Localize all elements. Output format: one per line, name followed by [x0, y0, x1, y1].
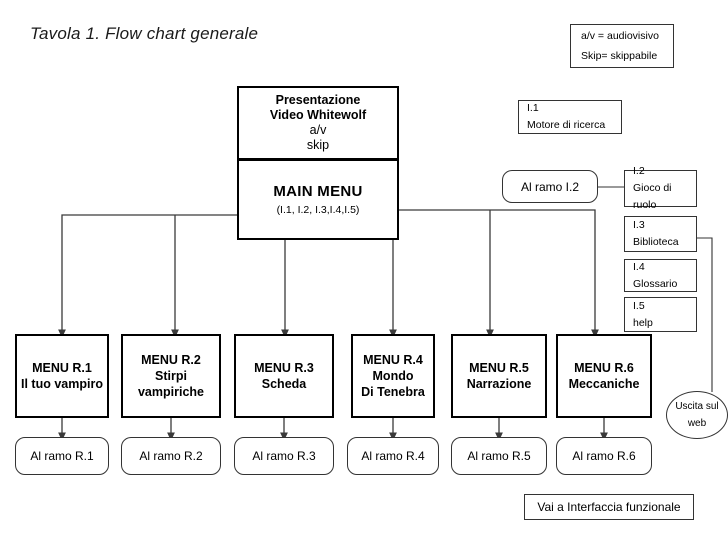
main-menu-title: MAIN MENU — [273, 182, 363, 200]
menu-title: MENU R.1 — [32, 361, 92, 375]
menu-line-2: Il tuo vampiro — [21, 377, 103, 391]
presentation-line-1: Presentazione — [275, 93, 361, 107]
web-exit-ellipse[interactable]: Uscita sul web — [666, 391, 728, 439]
branch-label: Al ramo R.2 — [139, 449, 203, 463]
branch-box-r1[interactable]: Al ramo R.1 — [15, 437, 109, 475]
index-code: I.4 — [633, 260, 645, 273]
menu-line-2: Mondo — [372, 369, 414, 383]
legend-line-1: a/v = audiovisivo — [581, 30, 659, 42]
menu-box-r3[interactable]: MENU R.3 Scheda — [234, 334, 334, 418]
presentation-box[interactable]: Presentazione Video Whitewolf a/v skip — [237, 86, 399, 160]
menu-line-2: Narrazione — [466, 377, 532, 391]
web-exit-line-2: web — [687, 418, 707, 429]
index-code: I.1 — [527, 102, 539, 114]
menu-box-r5[interactable]: MENU R.5 Narrazione — [451, 334, 547, 418]
index-label: Biblioteca — [633, 236, 679, 248]
branch-box-r2[interactable]: Al ramo R.2 — [121, 437, 221, 475]
menu-title: MENU R.4 — [363, 353, 423, 367]
branch-label: Al ramo R.5 — [467, 449, 531, 463]
index-box-i3[interactable]: I.3 Biblioteca — [624, 216, 697, 252]
presentation-line-4: skip — [306, 138, 330, 152]
menu-line-2: Stirpi vampiriche — [137, 369, 204, 399]
menu-title: MENU R.2 — [141, 353, 201, 367]
index-box-i4[interactable]: I.4 Glossario — [624, 259, 697, 292]
index-box-i5[interactable]: I.5 help — [624, 297, 697, 332]
presentation-line-2: Video Whitewolf — [269, 108, 367, 122]
menu-line-3: Di Tenebra — [361, 385, 425, 399]
index-label: Glossario — [633, 277, 678, 290]
menu-line-2: Meccaniche — [568, 377, 640, 391]
menu-title: MENU R.6 — [574, 361, 634, 375]
branch-box-r6[interactable]: Al ramo R.6 — [556, 437, 652, 475]
legend-box: a/v = audiovisivo Skip= skippabile — [570, 24, 674, 68]
menu-box-r1[interactable]: MENU R.1 Il tuo vampiro — [15, 334, 109, 418]
branch-label: Al ramo R.3 — [252, 449, 316, 463]
menu-line-2: Scheda — [261, 377, 307, 391]
menu-title: MENU R.5 — [469, 361, 529, 375]
branch-label: Al ramo R.4 — [361, 449, 425, 463]
index-box-i1[interactable]: I.1 Motore di ricerca — [518, 100, 622, 134]
index-code: I.5 — [633, 299, 645, 312]
index-code: I.3 — [633, 219, 645, 231]
menu-box-r6[interactable]: MENU R.6 Meccaniche — [556, 334, 652, 418]
branch-box-r4[interactable]: Al ramo R.4 — [347, 437, 439, 475]
branch-i2-label: Al ramo I.2 — [520, 179, 580, 194]
branch-box-r3[interactable]: Al ramo R.3 — [234, 437, 334, 475]
legend-line-2: Skip= skippabile — [581, 50, 658, 62]
page-title: Tavola 1. Flow chart generale — [30, 24, 259, 43]
index-label: Gioco di ruolo — [633, 182, 672, 211]
index-label: help — [633, 316, 653, 329]
footer-label: Vai a Interfaccia funzionale — [537, 500, 681, 514]
main-menu-box[interactable]: MAIN MENU (I.1, I.2, I.3,I.4,I.5) — [237, 159, 399, 240]
branch-box-r5[interactable]: Al ramo R.5 — [451, 437, 547, 475]
branch-label: Al ramo R.6 — [572, 449, 636, 463]
web-exit-line-1: Uscita sul — [675, 401, 719, 412]
presentation-line-3: a/v — [309, 123, 327, 137]
index-code: I.2 — [633, 165, 645, 177]
branch-label: Al ramo R.1 — [30, 449, 94, 463]
menu-box-r4[interactable]: MENU R.4 Mondo Di Tenebra — [351, 334, 435, 418]
main-menu-subtitle: (I.1, I.2, I.3,I.4,I.5) — [276, 203, 360, 216]
index-label: Motore di ricerca — [527, 119, 606, 131]
footer-box[interactable]: Vai a Interfaccia funzionale — [524, 494, 694, 520]
index-box-i2[interactable]: I.2 Gioco di ruolo — [624, 165, 697, 211]
branch-i2-box[interactable]: Al ramo I.2 — [502, 170, 598, 203]
menu-box-r2[interactable]: MENU R.2 Stirpi vampiriche — [121, 334, 221, 418]
menu-title: MENU R.3 — [254, 361, 314, 375]
